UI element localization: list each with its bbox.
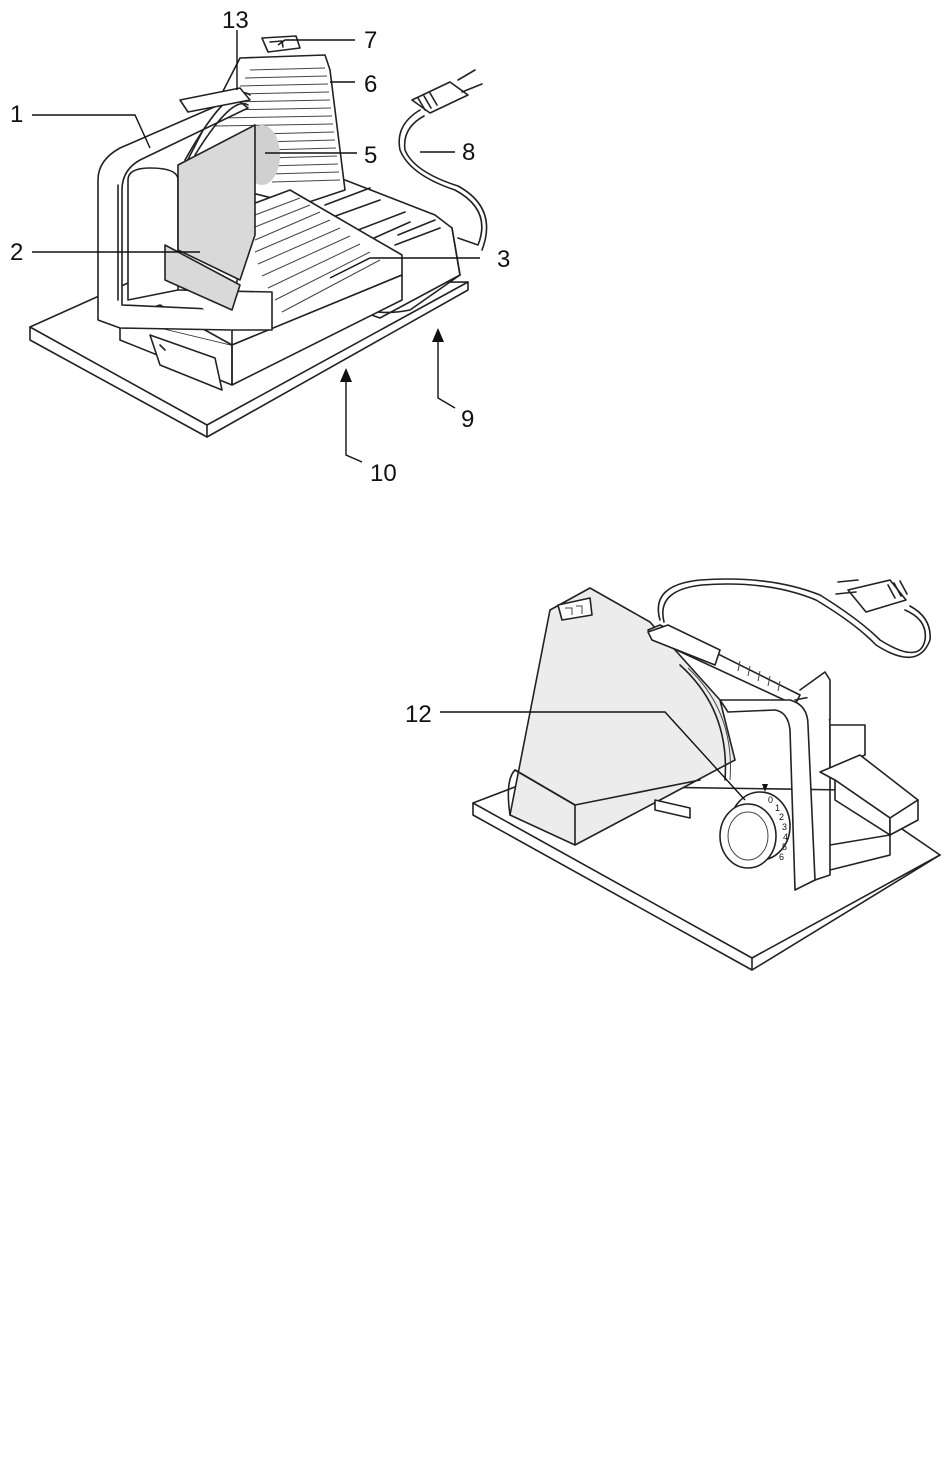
label-1: 1 bbox=[10, 101, 23, 128]
label-12: 12 bbox=[405, 701, 432, 728]
label-10: 10 bbox=[370, 460, 397, 487]
label-9: 9 bbox=[461, 406, 474, 433]
label-2: 2 bbox=[10, 239, 23, 266]
dial-mark-0: 0 bbox=[768, 795, 773, 805]
dial-mark-4: 4 bbox=[783, 832, 788, 842]
label-7: 7 bbox=[364, 27, 377, 54]
dial-mark-6: 6 bbox=[779, 852, 784, 862]
dial-mark-2: 2 bbox=[779, 812, 784, 822]
slicer-rear-view: 0 1 2 3 4 5 6 12 bbox=[405, 579, 940, 970]
label-8: 8 bbox=[462, 139, 475, 166]
label-3: 3 bbox=[497, 246, 510, 273]
label-6: 6 bbox=[364, 71, 377, 98]
slicer-front-view: 1 2 3 5 6 7 8 9 10 13 bbox=[10, 7, 510, 487]
dial-mark-3: 3 bbox=[782, 822, 787, 832]
dial-mark-5: 5 bbox=[782, 842, 787, 852]
label-5: 5 bbox=[364, 142, 377, 169]
label-13: 13 bbox=[222, 7, 249, 34]
